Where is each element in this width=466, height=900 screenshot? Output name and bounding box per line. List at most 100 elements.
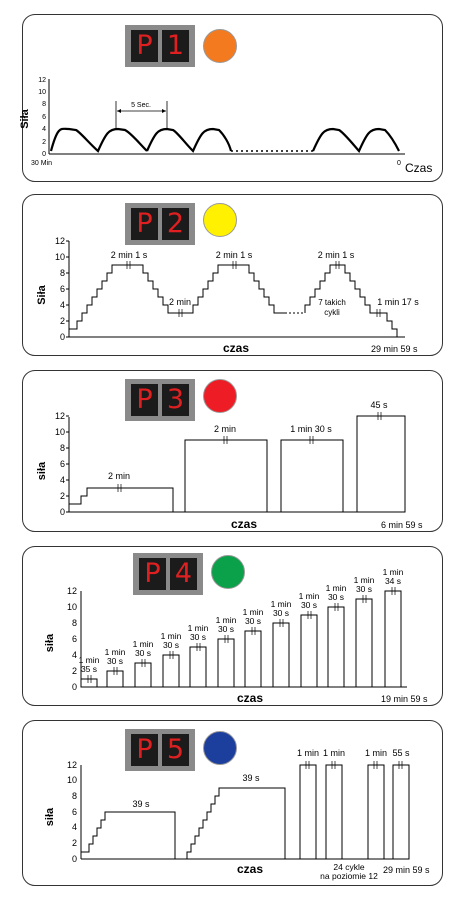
badge-digit: P — [131, 384, 158, 416]
y-tick-label: 2 — [60, 316, 65, 326]
y-axis-label: siła — [36, 461, 48, 480]
duration-label: 34 s — [385, 576, 401, 586]
duration-label: 1 min 17 s — [377, 297, 419, 307]
x-axis-label: czas — [237, 862, 263, 876]
x-end-label: 19 min 59 s — [381, 694, 428, 704]
force-time-chart-p2: 0 2 4 6 8 10 12 Siła 2 min 1 s 2 m — [36, 236, 420, 355]
y-tick-label: 6 — [72, 807, 77, 817]
program-badge-p1: P 1 — [125, 25, 195, 67]
block — [184, 439, 268, 513]
duration-label: 1 min — [326, 583, 347, 593]
ramp-block — [81, 811, 176, 859]
duration-label: 30 s — [301, 600, 317, 610]
y-tick-label: 6 — [60, 284, 65, 294]
duration-label: 30 s — [107, 656, 123, 666]
duration-label: 2 min 1 s — [318, 250, 355, 260]
force-blocks — [81, 764, 410, 860]
duration-label: 1 min 30 s — [290, 424, 332, 434]
y-tick-label: 8 — [60, 268, 65, 278]
x-end-label: 29 min 59 s — [371, 344, 418, 354]
y-tick-label: 4 — [72, 650, 77, 660]
y-tick-label: 10 — [67, 775, 77, 785]
y-tick-labels: 0 2 4 6 8 10 12 — [38, 77, 46, 158]
duration-label: 30 s — [328, 592, 344, 602]
badge-digit: 3 — [162, 384, 189, 416]
badge-digit: P — [139, 558, 166, 590]
duration-markers — [87, 587, 396, 683]
y-axis-label: Siła — [36, 284, 48, 304]
block — [356, 415, 406, 513]
bar — [355, 598, 373, 688]
duration-label: 45 s — [370, 400, 388, 410]
duration-label: 30 s — [135, 648, 151, 658]
bar — [392, 764, 410, 860]
duration-label: 1 min — [271, 599, 292, 609]
bar — [384, 590, 402, 688]
y-tick-label: 2 — [60, 491, 65, 501]
duration-markers — [117, 412, 382, 492]
y-axis-label: Siła — [19, 108, 31, 128]
color-dot-green — [211, 555, 245, 589]
y-tick-label: 12 — [55, 236, 65, 246]
y-tick-label: 0 — [60, 332, 65, 342]
force-time-chart-p5: 0 2 4 6 8 10 12 siła 39 s — [44, 748, 430, 881]
force-time-chart-p3: 0 2 4 6 8 10 12 siła 2 min 2 min — [36, 400, 423, 531]
program-panel-p3: P 3 0 2 4 6 8 10 12 siła — [22, 370, 443, 532]
color-dot-orange — [203, 29, 237, 63]
x-axis-label: czas — [223, 341, 249, 355]
duration-label: 2 min — [169, 297, 191, 307]
x-axis-label: czas — [231, 517, 257, 531]
badge-digit: 5 — [162, 734, 189, 766]
bar — [327, 606, 345, 688]
force-time-chart-p1: 0 2 4 6 8 10 12 Siła 5 Sec. 30 Min 0 Cza — [19, 77, 432, 175]
y-tick-label: 2 — [42, 139, 46, 146]
y-tick-label: 4 — [42, 126, 46, 133]
duration-label: 1 min — [133, 639, 154, 649]
program-badge-p4: P 4 — [133, 553, 203, 595]
y-tick-label: 10 — [67, 602, 77, 612]
bar — [272, 622, 290, 688]
duration-label: 1 min — [354, 575, 375, 585]
color-dot-red — [203, 379, 237, 413]
duration-label: 30 s — [163, 640, 179, 650]
duration-labels: 2 min 1 s 2 min 1 s 2 min 1 s 2 min 7 ta… — [111, 250, 420, 317]
badge-digit: P — [131, 734, 158, 766]
duration-labels: 39 s 39 s 1 min 1 min 1 min 55 s 24 cykl… — [132, 748, 410, 881]
badge-digit: P — [131, 30, 158, 62]
y-tick-label: 6 — [72, 634, 77, 644]
x-end-label: 6 min 59 s — [381, 520, 423, 530]
y-tick-label: 0 — [60, 507, 65, 517]
bar — [106, 670, 124, 688]
y-tick-label: 8 — [60, 443, 65, 453]
duration-label: 1 min — [216, 615, 237, 625]
bar — [162, 654, 180, 688]
force-curve — [49, 127, 400, 154]
ramp-block — [186, 787, 286, 859]
y-tick-label: 6 — [60, 459, 65, 469]
color-dot-yellow — [203, 203, 237, 237]
x-axis-label: czas — [237, 691, 263, 705]
duration-label: 30 s — [218, 624, 234, 634]
duration-label: 30 s — [245, 616, 261, 626]
y-tick-label: 10 — [38, 89, 46, 96]
y-tick-label: 12 — [67, 586, 77, 596]
duration-label: 1 min — [297, 748, 319, 758]
force-blocks — [69, 415, 406, 513]
y-tick-label: 12 — [67, 760, 77, 770]
bar — [299, 764, 317, 860]
period-annotation: 5 Sec. — [115, 101, 168, 129]
duration-labels: 2 min 2 min 1 min 30 s 45 s — [108, 400, 388, 481]
duration-label: 2 min — [214, 424, 236, 434]
program-badge-p2: P 2 — [125, 203, 195, 245]
y-axis: 0 2 4 6 8 10 12 siła — [44, 760, 407, 864]
duration-label: 30 s — [190, 632, 206, 642]
block — [69, 487, 174, 512]
duration-label: 55 s — [392, 748, 410, 758]
duration-label: 30 s — [273, 608, 289, 618]
cycle-note: cykli — [324, 308, 340, 317]
duration-label: 35 s — [81, 664, 97, 674]
y-tick-label: 8 — [72, 791, 77, 801]
badge-digit: 1 — [162, 30, 189, 62]
y-axis-label: siła — [44, 807, 56, 826]
bar — [134, 662, 152, 688]
